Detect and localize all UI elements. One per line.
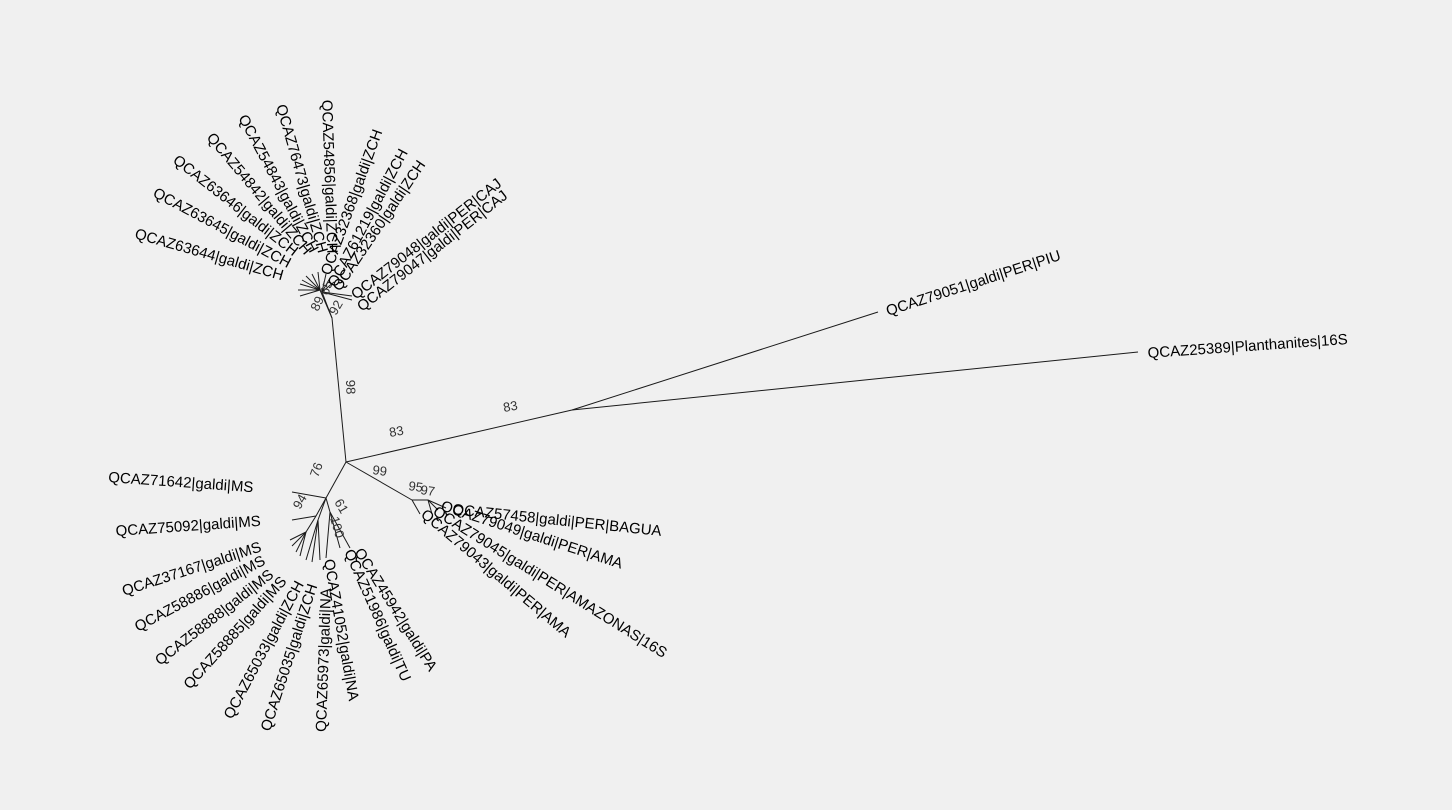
tip-branch [571, 351, 1139, 411]
tip-branch [321, 273, 327, 293]
tip-labels: QCAZ79051|galdi|PER|PIU QCAZ25389|Plantha… [108, 100, 1348, 734]
tip-branch [321, 281, 335, 293]
support-value: 89 [307, 294, 327, 314]
internal-branch [325, 461, 347, 499]
tip-branch [289, 531, 307, 541]
tree-branches [289, 271, 1139, 563]
tip-branch [291, 531, 307, 547]
tip-branch [427, 499, 447, 509]
tip-branch [571, 311, 879, 411]
internal-branch [319, 289, 333, 319]
tip-branch [321, 291, 353, 301]
tip-label: QCAZ54856|galdi|ZCH [318, 100, 340, 254]
internal-branch [317, 497, 327, 521]
internal-branch [305, 515, 317, 533]
tip-branch [325, 511, 331, 559]
tip-branch [321, 291, 353, 297]
internal-branch [325, 497, 331, 513]
tip-branch [427, 499, 439, 511]
support-value: 97 [420, 482, 436, 499]
tip-branch [299, 531, 307, 557]
internal-branch [315, 497, 327, 517]
support-value: 76 [307, 460, 326, 479]
support-value: 83 [388, 423, 405, 440]
tip-branch [317, 271, 321, 291]
internal-branch [345, 409, 573, 463]
tip-branch [321, 277, 331, 293]
tip-label: QCAZ65973|galdi|NA [313, 588, 335, 732]
internal-branch [331, 317, 347, 463]
tip-branch [305, 519, 319, 561]
tip-branch [329, 511, 341, 549]
tip-branch [305, 275, 321, 291]
support-value: 92 [326, 297, 346, 317]
tip-branch [291, 491, 327, 499]
tip-branch [311, 519, 319, 563]
tip-branch [317, 519, 321, 561]
tip-branch [299, 289, 321, 297]
tip-branch [295, 531, 307, 553]
tip-label: QCAZ71642|galdi|MS [108, 469, 254, 496]
internal-branch [345, 461, 413, 501]
tip-label: QCAZ75092|galdi|MS [115, 513, 261, 540]
tip-branch [299, 283, 321, 291]
tip-branch [311, 273, 321, 291]
support-value: 83 [502, 398, 519, 415]
support-value: 65 [317, 278, 336, 297]
tip-branch [427, 499, 433, 515]
tip-label: QCAZ79051|galdi|PER|PIU [884, 247, 1063, 320]
tip-branch [411, 499, 421, 515]
tip-branch [301, 279, 321, 291]
support-value: 94 [290, 491, 310, 511]
support-value: 99 [372, 462, 388, 479]
tip-branch [291, 515, 317, 521]
tip-branch [329, 511, 351, 549]
support-value: 98 [343, 380, 358, 395]
tip-label: QCAZ25389|Planthanites|16S [1147, 331, 1348, 362]
support-value: 61 [331, 496, 351, 516]
support-value: 100 [327, 515, 347, 540]
support-value: 95 [408, 478, 424, 495]
